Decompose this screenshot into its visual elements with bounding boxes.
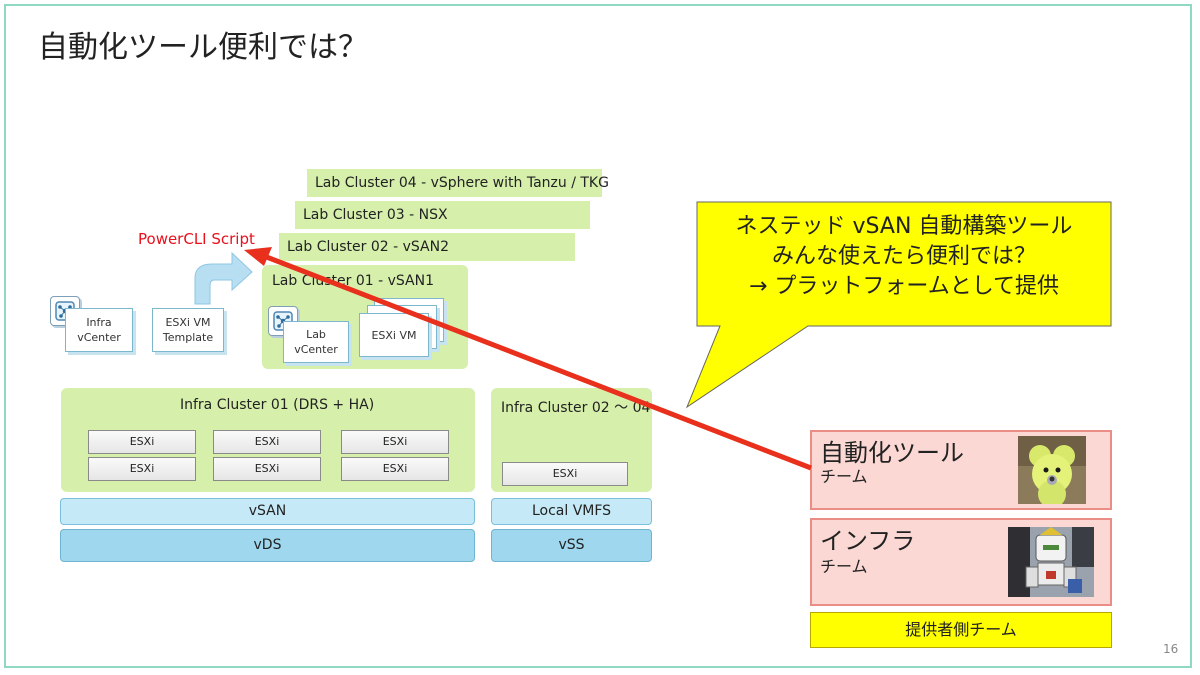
esxi-host: ESXi (88, 430, 196, 454)
infra-cluster-01-title: Infra Cluster 01 (DRS + HA) (180, 397, 375, 413)
infra-team-sub: チーム (820, 557, 868, 576)
vds-band: vDS (60, 529, 475, 562)
automation-team-name: 自動化ツール (820, 439, 964, 467)
local-vmfs-band: Local VMFS (491, 498, 652, 525)
esxi-host-label: ESXi (552, 467, 578, 480)
callout-line2: みんな使えたら便利では？ (771, 244, 1036, 269)
slide-frame (4, 4, 1192, 668)
lab-cluster-03-label: Lab Cluster 03 - NSX (303, 207, 448, 223)
esxi-host-label: ESXi (129, 462, 155, 475)
page-number: 16 (1163, 642, 1179, 656)
vds-label: vDS (253, 537, 282, 553)
powercli-script-label: PowerCLI Script (138, 230, 255, 248)
callout-line1: ネステッド vSAN 自動構築ツール (735, 214, 1073, 239)
esxi-host: ESXi (88, 457, 196, 481)
local-vmfs-label: Local VMFS (531, 503, 612, 519)
infra-vcenter-card: Infra vCenter (65, 308, 133, 352)
esxi-host: ESXi (502, 462, 628, 486)
esxi-host: ESXi (213, 430, 321, 454)
lab-cluster-04-label: Lab Cluster 04 - vSphere with Tanzu / TK… (315, 175, 609, 191)
yellow-plush-dog-photo (1018, 436, 1086, 504)
automation-team-sub: チーム (820, 467, 868, 486)
esxi-host-label: ESXi (382, 462, 408, 475)
lab-cluster-02-bar: Lab Cluster 02 - vSAN2 (279, 233, 575, 261)
infra-cluster-02-title: Infra Cluster 02 ～ 04 (501, 400, 651, 416)
callout-text: ネステッド vSAN 自動構築ツール みんな使えたら便利では？ → プラットフォ… (697, 212, 1111, 302)
esxi-vm-template-card: ESXi VM Template (152, 308, 224, 352)
esxi-vm-card: ESXi VM (359, 313, 429, 357)
esxi-template-line1: ESXi VM (165, 316, 211, 329)
lab-cluster-02-label: Lab Cluster 02 - vSAN2 (287, 239, 450, 255)
vsan-band: vSAN (60, 498, 475, 525)
callout-line3: → プラットフォームとして提供 (748, 274, 1060, 299)
lab-cluster-03-bar: Lab Cluster 03 - NSX (295, 201, 590, 229)
esxi-host-label: ESXi (254, 435, 280, 448)
vss-label: vSS (558, 537, 585, 553)
vsan-label: vSAN (248, 503, 287, 519)
esxi-host-label: ESXi (129, 435, 155, 448)
lab-cluster-01-label: Lab Cluster 01 - vSAN1 (272, 273, 435, 289)
esxi-host: ESXi (341, 457, 449, 481)
infra-vcenter-line2: vCenter (77, 331, 121, 344)
esxi-host-label: ESXi (382, 435, 408, 448)
esxi-host-label: ESXi (254, 462, 280, 475)
deploy-arrow-icon (194, 251, 253, 305)
lab-vcenter-line2: vCenter (294, 343, 338, 356)
esxi-vm-label: ESXi VM (371, 328, 417, 342)
infra-vcenter-line1: Infra (86, 316, 112, 329)
vss-band: vSS (491, 529, 652, 562)
lab-vcenter-line1: Lab (306, 328, 326, 341)
infra-team-name: インフラ (820, 527, 916, 555)
lab-vcenter-card: Lab vCenter (283, 321, 349, 363)
esxi-host: ESXi (341, 430, 449, 454)
esxi-template-line2: Template (162, 331, 214, 344)
lab-cluster-04-bar: Lab Cluster 04 - vSphere with Tanzu / TK… (307, 169, 609, 197)
esxi-host: ESXi (213, 457, 321, 481)
slide-title: 自動化ツール便利では？ (38, 30, 368, 65)
robot-figure-photo (1008, 527, 1094, 597)
provider-team-label: 提供者側チーム (810, 612, 1112, 648)
